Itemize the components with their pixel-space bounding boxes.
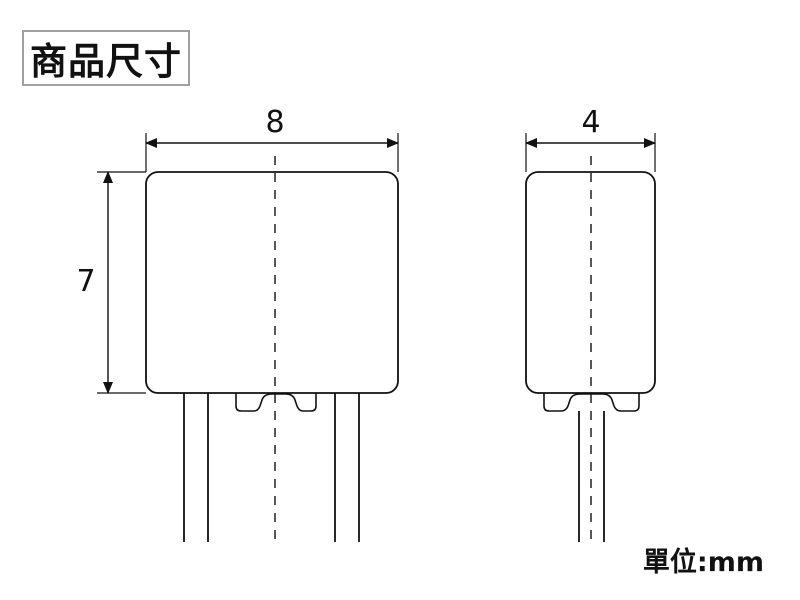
- front-base-tab: [235, 393, 317, 412]
- side-view: [525, 133, 656, 542]
- side-width-dimension: [525, 133, 656, 172]
- page-title-text: 商品尺寸: [30, 40, 182, 83]
- front-body: [145, 171, 399, 394]
- front-height-dimension: [97, 171, 146, 394]
- unit-label-text: 單位:mm: [642, 547, 764, 578]
- front-width-dimension: [145, 133, 399, 172]
- side-body: [525, 171, 656, 394]
- page-title: 商品尺寸: [22, 30, 190, 86]
- front-leads: [183, 393, 360, 542]
- unit-label: 單位:mm: [643, 540, 764, 579]
- front-height-label: 7: [76, 264, 95, 299]
- front-view: [97, 133, 399, 542]
- side-width-label: 4: [581, 105, 600, 140]
- front-width-label: 8: [265, 105, 284, 140]
- side-leads: [578, 411, 605, 542]
